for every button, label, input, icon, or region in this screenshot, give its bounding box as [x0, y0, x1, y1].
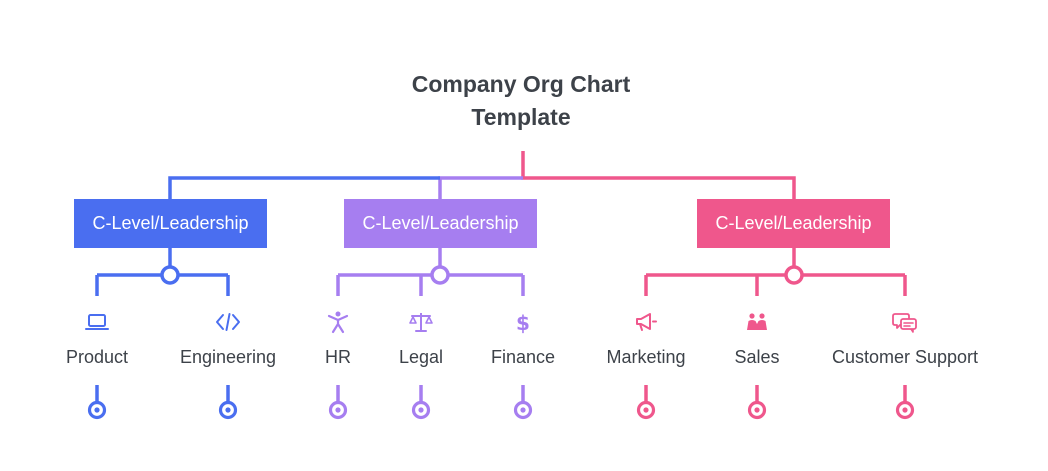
dept-label-customer-support: Customer Support: [831, 347, 979, 367]
leader-box-1: C-Level/Leadership: [74, 199, 267, 248]
dollar-icon: $: [516, 311, 530, 335]
person-icon: [327, 311, 349, 334]
scales-icon: [409, 313, 433, 332]
pin-dot-3-1: [643, 407, 649, 413]
dept-label-finance: Finance: [490, 347, 556, 367]
dept-label-sales: Sales: [734, 347, 780, 367]
branch-node-1: [160, 265, 180, 285]
pin-dot-2-1: [335, 407, 341, 413]
leader-box-3: C-Level/Leadership: [697, 199, 890, 248]
chat-icon: [892, 313, 917, 333]
leader-box-label: C-Level/Leadership: [92, 213, 249, 233]
pin-dot-1-1: [94, 407, 100, 413]
megaphone-icon: [636, 313, 657, 331]
dept-label-legal: Legal: [398, 347, 444, 367]
connector-root-purple: [438, 176, 523, 199]
chart-title-line-1: Company Org Chart: [411, 71, 631, 97]
pin-dot-3-3: [902, 407, 908, 413]
leader-box-2: C-Level/Leadership: [344, 199, 537, 248]
code-icon: [216, 313, 240, 331]
pin-dot-2-2: [418, 407, 424, 413]
people-icon: [747, 313, 767, 330]
leader-box-label: C-Level/Leadership: [362, 213, 519, 233]
dept-label-marketing: Marketing: [606, 347, 686, 367]
svg-text:$: $: [516, 311, 530, 335]
pin-dot-1-2: [225, 407, 231, 413]
dept-label-product: Product: [65, 347, 129, 367]
pin-dot-3-2: [754, 407, 760, 413]
dept-label-engineering: Engineering: [179, 347, 277, 367]
branch-node-3: [784, 265, 804, 285]
connector-root-pink: [521, 151, 796, 199]
pin-dot-2-3: [520, 407, 526, 413]
connector-root-blue: [168, 176, 440, 199]
chart-title: Company Org Chart Template: [0, 68, 1042, 134]
leader-box-label: C-Level/Leadership: [715, 213, 872, 233]
dept-label-hr: HR: [325, 347, 351, 367]
branch-node-2: [430, 265, 450, 285]
laptop-icon: [85, 314, 109, 330]
chart-title-line-2: Template: [471, 104, 571, 130]
